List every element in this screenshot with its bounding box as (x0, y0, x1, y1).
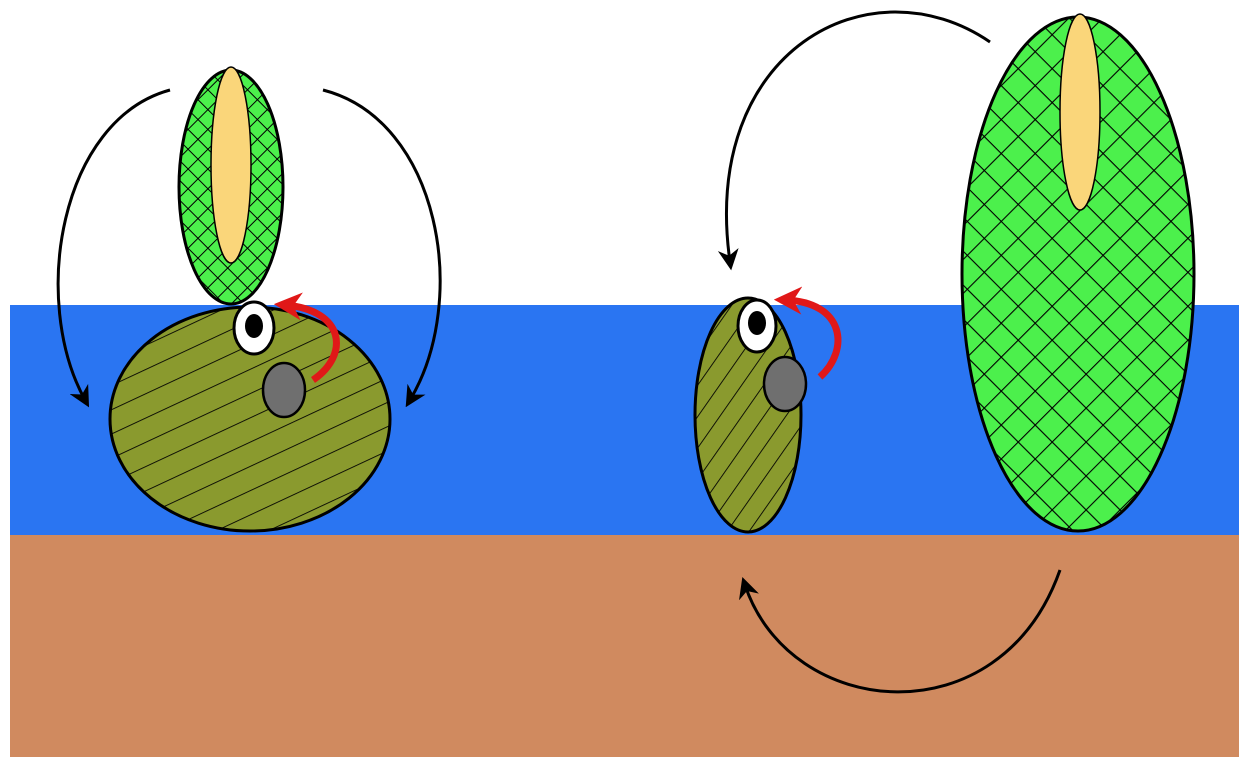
right-yellow-core (1060, 14, 1100, 210)
left-eye-pupil (245, 314, 263, 338)
left-grey-circle (263, 363, 305, 417)
right-eye-pupil (748, 311, 766, 335)
left-yellow-core (211, 67, 251, 263)
right-grey-circle (764, 357, 806, 411)
soil-region (10, 535, 1239, 757)
